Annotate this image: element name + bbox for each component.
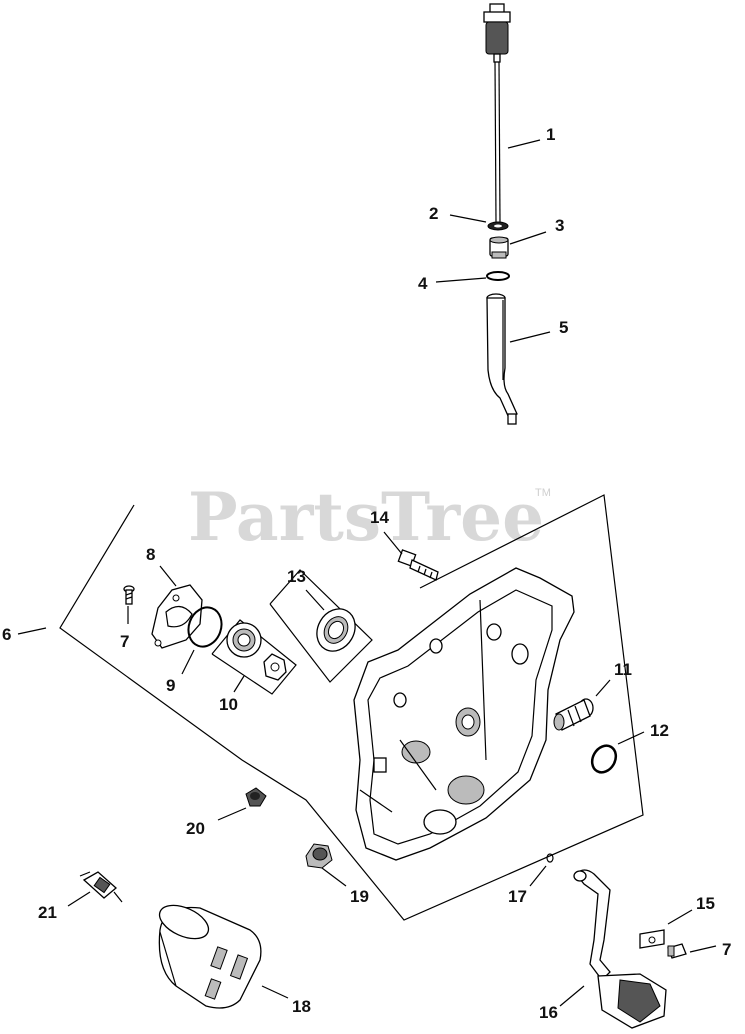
- fitting-o-ring[interactable]: [587, 741, 620, 776]
- callout-12: 12: [650, 721, 669, 740]
- callout-19: 19: [350, 887, 369, 906]
- drain-plug[interactable]: [305, 843, 333, 869]
- callout-14: 14: [370, 508, 389, 527]
- oil-fill-fitting[interactable]: [553, 698, 594, 731]
- oil-seal-group-outline: [269, 569, 373, 683]
- callout-21: 21: [38, 903, 57, 922]
- pipe-plug[interactable]: [245, 787, 267, 807]
- dipstick-adapter[interactable]: [489, 236, 509, 259]
- callout-6: 6: [2, 625, 11, 644]
- o-ring[interactable]: [486, 271, 510, 281]
- callout-18: 18: [292, 997, 311, 1016]
- closure-plate-group-outline: [17, 494, 644, 921]
- callout-3: 3: [555, 216, 564, 235]
- dipstick-seal[interactable]: [487, 221, 509, 231]
- oil-seal[interactable]: [309, 602, 362, 658]
- watermark-text: PartsTree: [188, 478, 544, 556]
- pump-o-ring[interactable]: [183, 603, 227, 652]
- oil-pickup[interactable]: [573, 869, 667, 1029]
- oil-filter[interactable]: [155, 899, 262, 1009]
- callout-17: 17: [508, 887, 527, 906]
- small-o-ring[interactable]: [546, 853, 554, 863]
- callout-4: 4: [418, 274, 428, 293]
- callout-2: 2: [429, 204, 438, 223]
- dipstick-tube[interactable]: [486, 293, 518, 425]
- callout-7-right: 7: [722, 940, 731, 959]
- bracket[interactable]: [639, 929, 665, 949]
- callout-11: 11: [614, 660, 632, 679]
- watermark-trademark: TM: [535, 487, 551, 499]
- callout-1: 1: [546, 125, 555, 144]
- callout-20: 20: [186, 819, 205, 838]
- callout-8: 8: [146, 545, 155, 564]
- callout-7-left: 7: [120, 632, 129, 651]
- oil-pressure-sensor[interactable]: [79, 871, 123, 903]
- callout-16: 16: [539, 1003, 558, 1022]
- oil-pump-cover[interactable]: [151, 584, 203, 649]
- dipstick[interactable]: [483, 3, 511, 223]
- closure-plate-bolt[interactable]: [397, 549, 439, 581]
- screw-right[interactable]: [667, 943, 687, 959]
- screw[interactable]: [123, 585, 135, 605]
- callout-9: 9: [166, 676, 175, 695]
- callout-5: 5: [559, 318, 568, 337]
- callout-13: 13: [287, 567, 306, 586]
- callout-15: 15: [696, 894, 715, 913]
- callout-10: 10: [219, 695, 238, 714]
- closure-plate[interactable]: [353, 567, 575, 861]
- oil-pump-rotor[interactable]: [226, 622, 287, 681]
